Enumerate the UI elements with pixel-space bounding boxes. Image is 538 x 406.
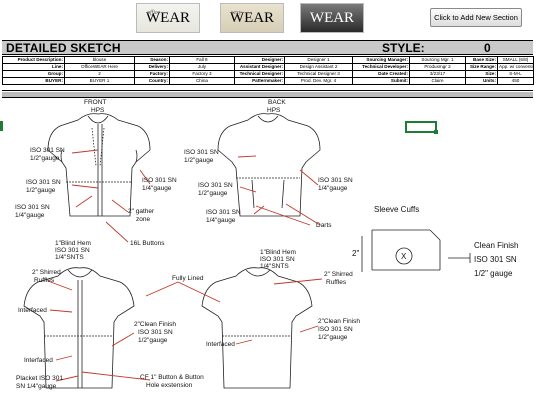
back-blouse-top <box>217 113 321 217</box>
svg-text:ISO 301 SN: ISO 301 SN <box>30 147 65 154</box>
back-label: BACK <box>268 99 286 106</box>
fill-handle[interactable] <box>434 130 438 134</box>
svg-text:Clean Finish: Clean Finish <box>474 241 518 250</box>
sexywear-logo: sexy WEAR <box>220 3 284 33</box>
svg-text:X: X <box>401 252 407 261</box>
svg-text:Interfaced: Interfaced <box>24 357 53 364</box>
spacer-row <box>2 87 533 91</box>
section-divider <box>2 92 533 98</box>
svg-text:1/4"gauge: 1/4"gauge <box>206 217 236 224</box>
svg-text:ISO 301 SN: ISO 301 SN <box>318 177 353 184</box>
officewear-logo: office WEAR <box>136 3 200 33</box>
svg-text:ISO 301 SN: ISO 301 SN <box>318 326 353 333</box>
svg-text:ISO 301 SN: ISO 301 SN <box>142 177 177 184</box>
row-marker <box>0 121 3 131</box>
info-value[interactable]: 450 <box>497 77 534 85</box>
back-lined-view <box>201 267 313 389</box>
svg-text:1/4"SNTS: 1/4"SNTS <box>55 254 84 261</box>
svg-text:1/4"gauge: 1/4"gauge <box>15 212 45 219</box>
svg-text:1/2"gauge: 1/2"gauge <box>26 187 56 194</box>
svg-text:Hole exstension: Hole exstension <box>146 382 193 389</box>
svg-text:1/2" gauge: 1/2" gauge <box>474 269 513 278</box>
page-title: DETAILED SKETCH <box>6 41 121 55</box>
svg-text:1/2"gauge: 1/2"gauge <box>30 155 60 162</box>
svg-text:Darts: Darts <box>316 222 332 229</box>
svg-text:2" Shirred: 2" Shirred <box>32 269 61 276</box>
svg-text:16L Buttons: 16L Buttons <box>130 240 165 247</box>
svg-text:SN 1/4"gauge: SN 1/4"gauge <box>16 383 57 390</box>
svg-text:1"Blind Hem: 1"Blind Hem <box>55 240 91 247</box>
svg-text:1/2"gauge: 1/2"gauge <box>184 157 214 164</box>
svg-text:Interfaced: Interfaced <box>18 307 47 314</box>
detailed-sketch-header: DETAILED SKETCH STYLE: 0 <box>2 40 533 55</box>
svg-text:Sleeve Cuffs: Sleeve Cuffs <box>374 205 419 214</box>
svg-text:CF 1" Button & Button: CF 1" Button & Button <box>140 374 204 381</box>
add-new-section-button[interactable]: Click to Add New Section <box>430 8 522 27</box>
front-label: FRONT <box>84 99 106 106</box>
svg-text:ISO 301 SN: ISO 301 SN <box>198 182 233 189</box>
hps-back: HPS <box>267 107 281 114</box>
front-blouse-top <box>47 113 151 217</box>
svg-text:2" Shirred: 2" Shirred <box>324 271 353 278</box>
svg-text:zone: zone <box>136 216 150 223</box>
svg-text:ISO 301 SN: ISO 301 SN <box>206 209 241 216</box>
svg-text:1"Blind Hem: 1"Blind Hem <box>260 249 296 256</box>
front-lined-view <box>23 267 135 389</box>
svg-text:ISO 301 SN: ISO 301 SN <box>474 255 517 264</box>
svg-text:1/2"gauge: 1/2"gauge <box>138 337 168 344</box>
svg-text:ISO 301 SN: ISO 301 SN <box>260 256 295 263</box>
svg-text:1/4"SNTS: 1/4"SNTS <box>260 263 289 270</box>
selected-cell[interactable] <box>405 121 437 133</box>
svg-text:1/2"gauge: 1/2"gauge <box>198 190 228 197</box>
sketch-labels: FRONT HPS BACK HPS ISO 301 SN 1/2"gauge … <box>15 99 518 390</box>
svg-text:Ruffles: Ruffles <box>326 279 347 286</box>
style-label: STYLE: <box>382 41 425 55</box>
wear-logo: WEAR <box>300 3 364 33</box>
svg-text:2"Clean Finish: 2"Clean Finish <box>318 318 360 325</box>
svg-text:ISO 301 SN: ISO 301 SN <box>138 329 173 336</box>
svg-text:ISO 301 SN: ISO 301 SN <box>26 179 61 186</box>
svg-text:2": 2" <box>352 249 359 258</box>
svg-text:Placket ISO 301: Placket ISO 301 <box>16 375 63 382</box>
svg-text:Ruffles: Ruffles <box>34 277 55 284</box>
svg-text:ISO 301 SN: ISO 301 SN <box>55 247 90 254</box>
style-value[interactable]: 0 <box>484 41 491 55</box>
svg-text:Fully Lined: Fully Lined <box>172 275 204 282</box>
svg-text:2"Clean Finish: 2"Clean Finish <box>134 321 176 328</box>
svg-text:ISO 301 SN: ISO 301 SN <box>15 204 50 211</box>
svg-text:1/4"gauge: 1/4"gauge <box>142 185 172 192</box>
svg-text:1/4"gauge: 1/4"gauge <box>318 185 348 192</box>
sleeve-cuff-detail <box>361 229 471 272</box>
hps-front: HPS <box>91 107 105 114</box>
svg-text:2" gather: 2" gather <box>128 208 155 215</box>
svg-text:Interfaced: Interfaced <box>206 341 235 348</box>
svg-text:ISO 301 SN: ISO 301 SN <box>184 149 219 156</box>
svg-text:1/2"gauge: 1/2"gauge <box>318 334 348 341</box>
